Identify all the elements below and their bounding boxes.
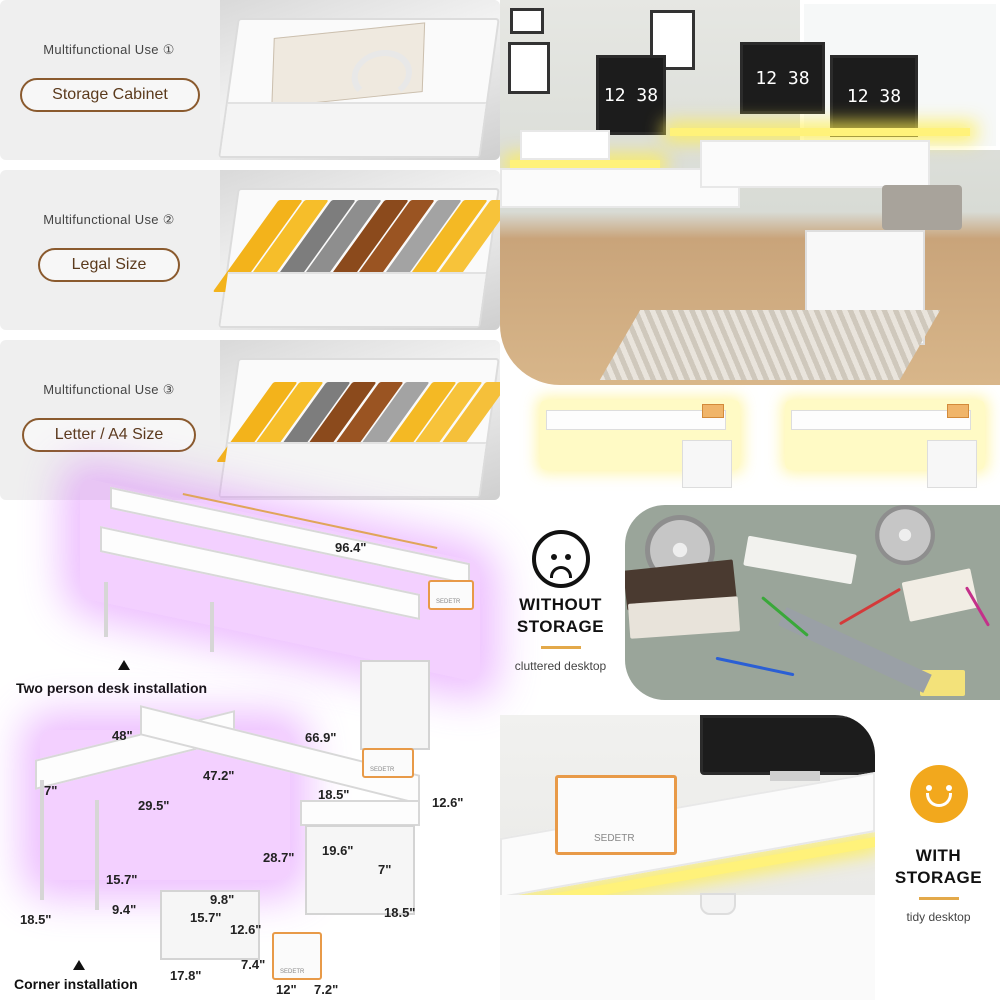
corner-cabinet (305, 825, 415, 915)
monitor-stand (770, 771, 820, 781)
desk-organizer (520, 130, 610, 160)
use-label-pill: Letter / A4 Size (22, 418, 196, 452)
use-label-pill: Storage Cabinet (20, 78, 200, 112)
cluttered-desk-photo (625, 505, 1000, 700)
paper (743, 535, 857, 585)
dimension-diagram: SEDETR 96.4" Two person desk installatio… (0, 477, 500, 1000)
divider (540, 646, 581, 649)
smile-face-icon (909, 765, 968, 823)
led-strip (670, 128, 970, 136)
dim-leg-depth-left: 18.5" (20, 912, 52, 927)
use-caption: Multifunctional Use ③ (43, 382, 175, 397)
file-drawer (360, 660, 430, 750)
led-strip (510, 160, 660, 168)
drawer-photo-storage (218, 0, 500, 160)
sad-face-icon (531, 530, 590, 588)
dim-box-7-4: 7.4" (241, 957, 266, 972)
dim-shelf-depth: 18.5" (318, 787, 350, 802)
with-title-1: WITH (915, 846, 962, 865)
drawer-photo-letter (216, 340, 500, 500)
desk-leg (104, 582, 108, 637)
pen (715, 656, 795, 677)
desk-leg (210, 602, 214, 652)
room-photo: 12 38 12 38 12 38 (500, 0, 1000, 385)
coffee-cup (700, 893, 736, 915)
two-person-label: Two person desk installation (16, 680, 208, 696)
thumb-corner-desk (530, 390, 750, 500)
drawer-front (220, 442, 487, 496)
dim-inner-left: 29.5" (138, 798, 170, 813)
dim-box-7-2: 7.2" (314, 982, 339, 997)
detached-drawer (160, 890, 260, 960)
storage-box: SEDETR (428, 580, 474, 610)
monitor-left: 12 38 (596, 55, 666, 135)
use-panel-storage: Multifunctional Use ① Storage Cabinet (0, 0, 500, 160)
use-label-pill: Legal Size (38, 248, 180, 282)
desk-top (500, 895, 875, 1000)
dim-drawer-9-8: 9.8" (210, 892, 235, 907)
wall-frame (508, 42, 550, 94)
dim-desk-length: 96.4" (335, 540, 367, 555)
pen-organizer: SEDETR (555, 775, 677, 855)
dim-drawer-12-6: 12.6" (230, 922, 262, 937)
without-subtitle: cluttered desktop (514, 659, 607, 673)
drawer-front (220, 102, 487, 156)
dim-cabinet-width: 19.6" (322, 843, 354, 858)
triangle-icon (118, 660, 130, 670)
desk-leg (40, 780, 44, 900)
with-title-2: STORAGE (894, 868, 983, 887)
with-subtitle: tidy desktop (906, 910, 971, 924)
wall-frame (510, 8, 544, 34)
dim-depth-7: 7" (44, 783, 58, 798)
use-caption: Multifunctional Use ① (43, 42, 175, 57)
drawer-box (216, 358, 500, 498)
use-panel-legal: Multifunctional Use ② Legal Size (0, 170, 500, 330)
drawer-box (218, 18, 500, 158)
use-caption: Multifunctional Use ② (43, 212, 175, 227)
dim-drawer-17-8: 17.8" (170, 968, 202, 983)
cd-disc (875, 505, 935, 565)
without-title-2: STORAGE (516, 617, 605, 636)
dim-box-12: 12" (276, 982, 297, 997)
divider (918, 897, 959, 900)
corner-desk-top (300, 800, 420, 826)
printer (882, 185, 962, 230)
detached-storage-box: SEDETR (272, 932, 322, 980)
with-storage-block: WITH STORAGE tidy desktop (876, 765, 1000, 924)
book (627, 596, 741, 639)
without-storage-block: WITHOUT STORAGE cluttered desktop (498, 530, 623, 673)
dim-cabinet-depth: 18.5" (384, 905, 416, 920)
monitor-center: 12 38 (740, 42, 825, 114)
dim-cabinet-7: 7" (378, 862, 392, 877)
desk-leg (95, 800, 99, 910)
notebook (901, 568, 979, 622)
drawer-photo-legal (212, 170, 500, 330)
pen (838, 587, 902, 626)
use-panel-letter: Multifunctional Use ③ Letter / A4 Size (0, 340, 500, 500)
desk-right-wing (700, 140, 930, 188)
drawer-front (220, 272, 487, 326)
corner-label: Corner installation (14, 976, 138, 992)
dim-right-wing: 66.9" (305, 730, 337, 745)
monitor (700, 715, 875, 775)
triangle-icon (73, 960, 85, 970)
without-title-1: WITHOUT (519, 595, 602, 614)
tidy-desk-photo: SEDETR (500, 715, 875, 1000)
dim-under-15-7: 15.7" (106, 872, 138, 887)
rug (599, 310, 941, 380)
dim-drawer-15-7: 15.7" (190, 910, 222, 925)
dim-left-wing: 48" (112, 728, 133, 743)
drawer-box (212, 188, 500, 328)
dim-desk-height: 28.7" (263, 850, 295, 865)
dim-inner-right: 47.2" (203, 768, 235, 783)
dim-height-total: 12.6" (432, 795, 464, 810)
dim-under-9-4: 9.4" (112, 902, 137, 917)
monitor-right: 12 38 (830, 55, 918, 137)
storage-box: SEDETR (362, 748, 414, 778)
thumb-two-person-desk (775, 390, 995, 500)
